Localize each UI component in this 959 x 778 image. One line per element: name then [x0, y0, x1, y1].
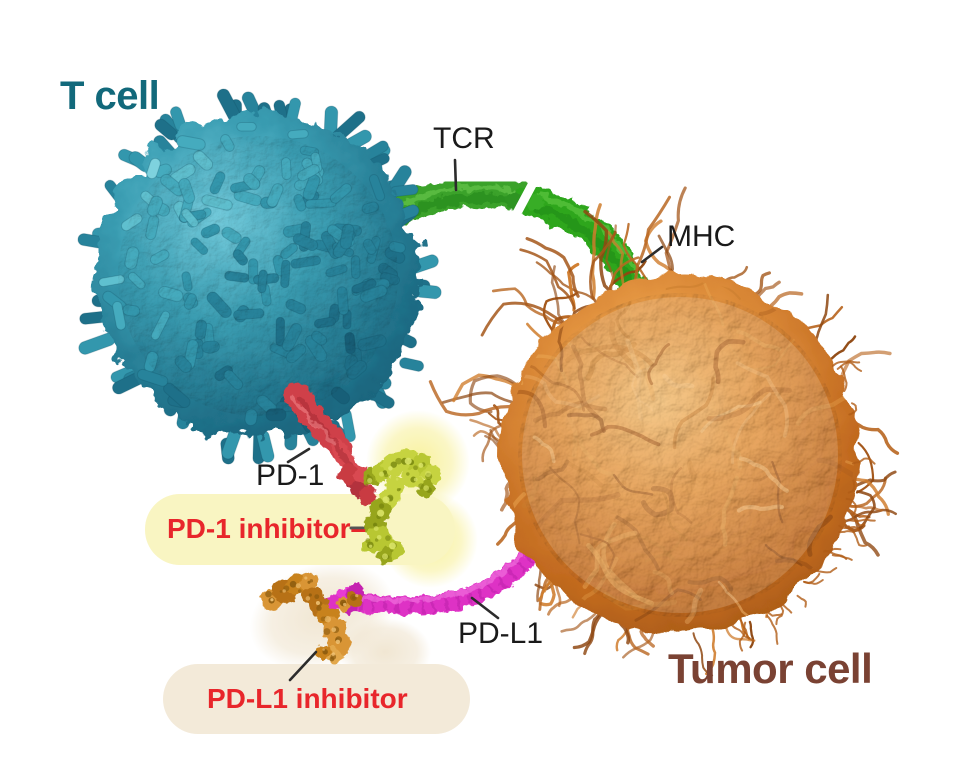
annotation-lines [286, 158, 664, 682]
t-cell-illustration [77, 88, 442, 465]
tumor-cell-illustration [428, 186, 900, 677]
tumor-cell-label: Tumor cell [668, 645, 873, 692]
pdl1-label: PD-L1 [458, 617, 544, 650]
t-cell-label: T cell [60, 74, 160, 118]
pdl1-inhibitor-antibody [261, 573, 362, 665]
pd1-inhibitor-antibody [362, 449, 442, 564]
pd1-inhibitor-label: PD-1 inhibitor– [167, 513, 367, 544]
tcr-label: TCR [433, 122, 495, 155]
pd1-label: PD-1 [256, 459, 325, 492]
mhc-label: MHC [667, 220, 736, 253]
pd1-receptor [285, 383, 377, 505]
pdl1-inhibitor-label: PD-L1 inhibitor [207, 683, 408, 714]
